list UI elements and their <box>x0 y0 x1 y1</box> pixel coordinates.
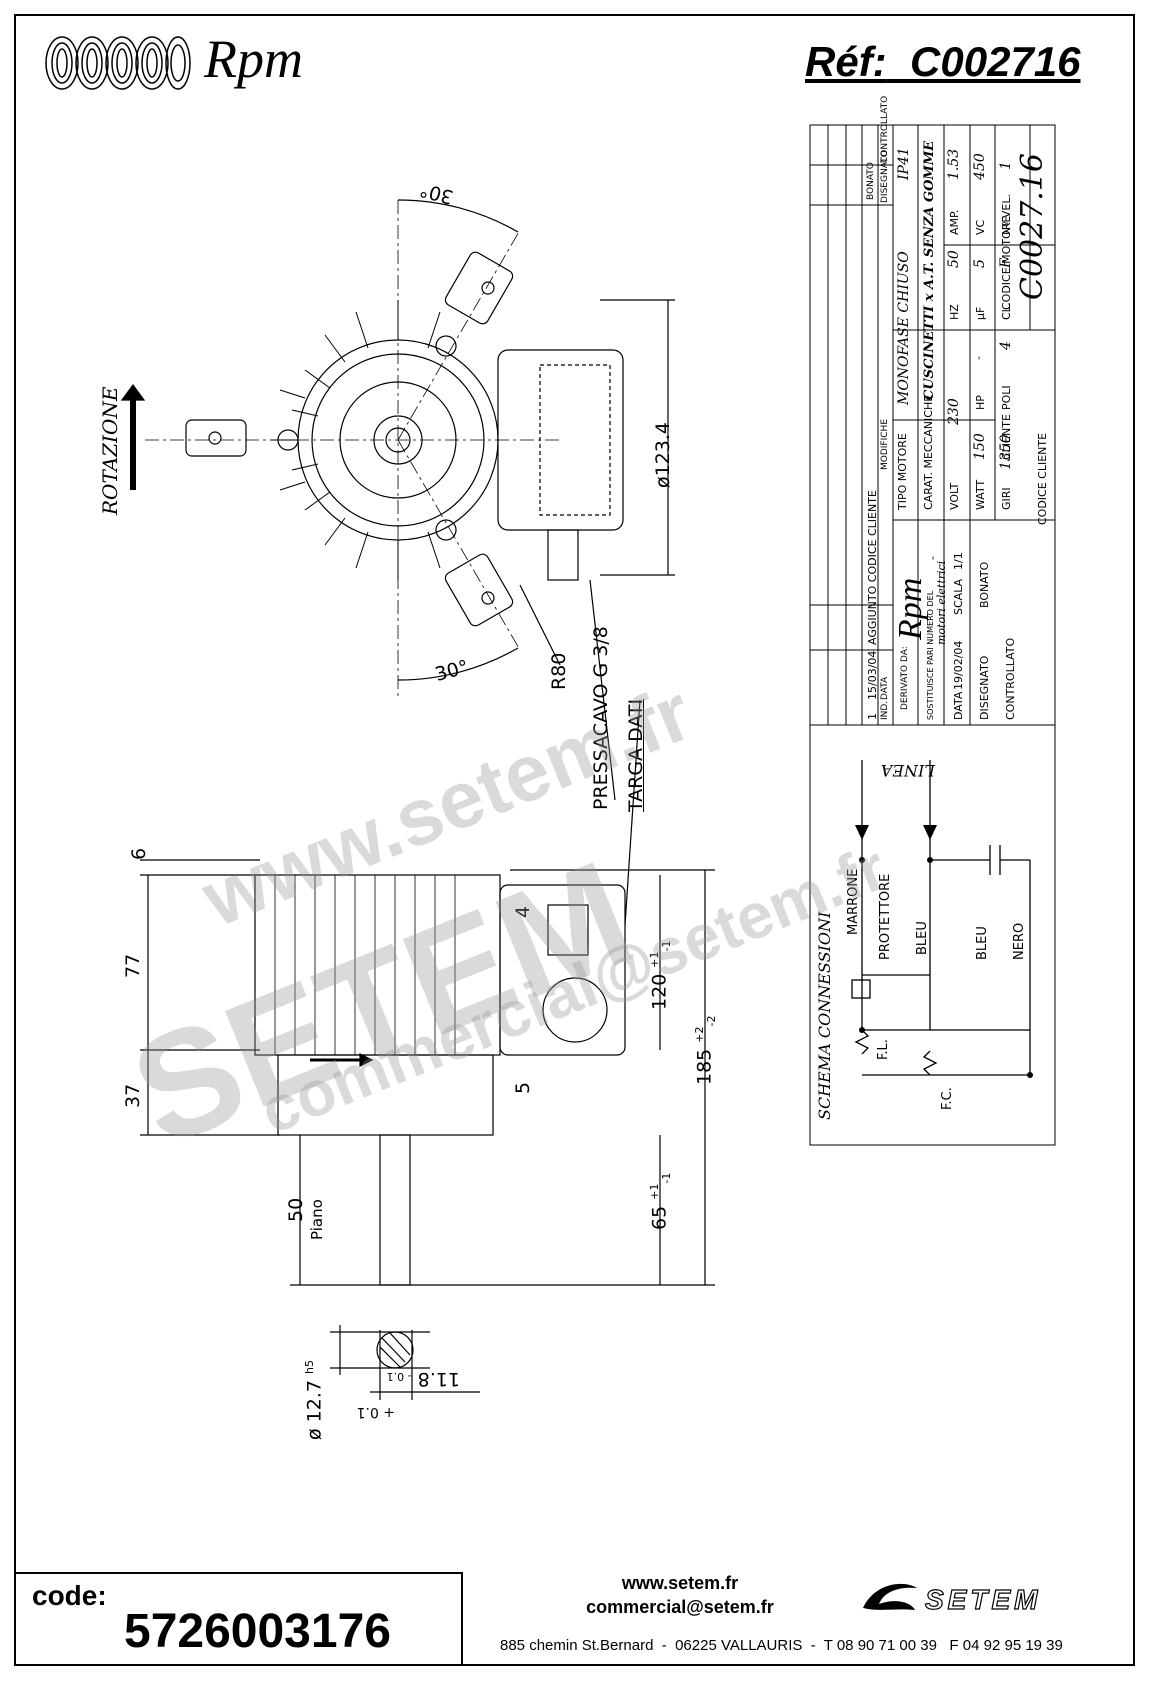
carat-value: CUSCINETTI x A.T. SENZA GOMME <box>922 140 937 400</box>
shaft-diameter-value: ø 12.7 <box>303 1380 326 1440</box>
hz-label: HZ <box>948 304 961 320</box>
col-modifiche: MODIFICHE <box>880 418 890 470</box>
flat-dim-value: 11.8 <box>417 1368 460 1390</box>
controllato-label: CONTROLLATO <box>1004 637 1017 720</box>
title-block-grid <box>809 124 1056 1146</box>
codice-cliente-label: CODICE CLIENTE <box>1036 432 1049 525</box>
uf-value: 5 <box>972 259 988 268</box>
terminal-box-side <box>499 884 626 1056</box>
derivato-label: DERIVATO DA: <box>900 646 910 710</box>
vel-value: 1 <box>998 161 1014 170</box>
bleu-label-1: BLEU <box>915 921 930 955</box>
footer-website[interactable]: www.setem.fr <box>621 1573 739 1593</box>
rev-signed: BONATO <box>866 162 876 200</box>
fc-label: F.C. <box>940 1087 955 1110</box>
flat-dim-label: 11.8 - 0.1 <box>387 1368 460 1390</box>
code-value: 5726003176 <box>124 1605 391 1658</box>
amp-label: AMP. <box>948 209 961 235</box>
fl-label: F.L. <box>876 1039 891 1060</box>
nero-label: NERO <box>1012 922 1027 960</box>
tipo-motore-label: TIPO MOTORE <box>896 433 909 510</box>
bracket-top <box>444 251 514 325</box>
flat-tol-a: - 0.1 <box>386 1370 412 1383</box>
watt-label: WATT <box>974 479 987 510</box>
flat-tol-b: + 0.1 <box>356 1404 395 1420</box>
hp-value: - <box>972 356 985 360</box>
hz-value: 50 <box>946 250 962 268</box>
data-value: 19/02/04 <box>952 640 965 690</box>
bracket-bottom <box>444 553 514 627</box>
dim-65-tol-up: +1 <box>648 1183 661 1200</box>
dim-65-tol-dn: -1 <box>660 1172 674 1184</box>
reference-number: Réf: C002716 <box>805 38 1081 86</box>
setem-wordmark: SETEM <box>924 1583 1042 1615</box>
reference-label: Réf: <box>805 38 887 85</box>
code-box: code: 5726003176 <box>14 1572 463 1666</box>
dim-50: 50 <box>285 1197 307 1222</box>
volt-label: VOLT <box>948 482 961 510</box>
dim-65-value: 65 <box>648 1205 671 1230</box>
title-block-brand-sub: motori elettrici <box>935 560 948 645</box>
piano-label: Piano <box>308 1199 326 1240</box>
scala-value: 1/1 <box>952 552 965 570</box>
codice-motore-value: C0027.16 <box>1015 152 1050 300</box>
setem-logo: SETEM <box>855 1578 1115 1623</box>
linea-label: LINEA <box>880 761 935 780</box>
rpm-logo: Rpm <box>44 28 364 98</box>
cooling-fins <box>270 300 441 580</box>
poli-value: 4 <box>998 341 1014 350</box>
bleu-label-2: BLEU <box>975 926 990 960</box>
data-label: DATA <box>952 691 965 720</box>
derivato-value: - <box>900 586 913 590</box>
col-ind: IND. <box>880 700 890 720</box>
amp-value: 1.53 <box>946 148 962 180</box>
brand-name: Rpm <box>204 29 303 89</box>
disegnato-value: BONATO <box>978 561 991 608</box>
footer-address: 885 chemin St.Bernard - 06225 VALLAURIS … <box>500 1637 1063 1654</box>
technical-drawing <box>120 199 715 1400</box>
coil-logo-icon <box>45 36 191 90</box>
col-data: DATA <box>880 676 890 700</box>
sostituisce-value: - <box>926 556 939 560</box>
uf-label: µF <box>974 306 987 320</box>
col-controllato: CONTROLLATO <box>880 95 890 163</box>
watt-value: 150 <box>972 433 988 460</box>
tipo-motore-value: MONOFASE CHIUSO <box>896 251 912 405</box>
shaft-diameter-label: ø 12.7 h5 <box>303 1360 325 1440</box>
rev-date: 15/03/04 <box>866 650 879 700</box>
dim-65: 65 +1-1 <box>648 1173 673 1230</box>
vc-label: VC <box>974 219 987 235</box>
poli-label: POLI <box>1000 385 1013 410</box>
rev-description: AGGIUNTO CODICE CLIENTE <box>866 490 879 645</box>
bracket-left <box>185 419 247 457</box>
shaft-side <box>379 1134 411 1286</box>
code-label: code: <box>32 1580 107 1611</box>
scala-label: SCALA <box>952 578 965 615</box>
protection-value: IP41 <box>896 147 912 180</box>
giri-label: GIRI <box>1000 487 1013 510</box>
rev-index: 1 <box>866 713 879 720</box>
schema-title: SCHEMA CONNESSIONI <box>815 911 834 1120</box>
sostituisce-label: SOSTITUISCE PARI NUMERO DEL <box>926 590 935 720</box>
footer-email[interactable]: commercial@setem.fr <box>586 1597 774 1617</box>
reference-value: C002716 <box>910 38 1081 85</box>
volt-value: 230 <box>946 398 962 425</box>
cliente-label: CLIENTE <box>1000 414 1013 460</box>
vc-value: 450 <box>972 153 988 180</box>
codice-motore-label: CODICE MOTORE <box>1000 215 1013 310</box>
drawing-frame <box>14 14 1135 1666</box>
setem-swirl-icon <box>863 1583 917 1610</box>
disegnato-label: DISEGNATO <box>978 655 991 720</box>
hp-label: HP <box>974 395 987 410</box>
shaft-fit: h5 <box>303 1360 316 1374</box>
carat-label: CARAT. MECCANICHE <box>922 394 935 510</box>
